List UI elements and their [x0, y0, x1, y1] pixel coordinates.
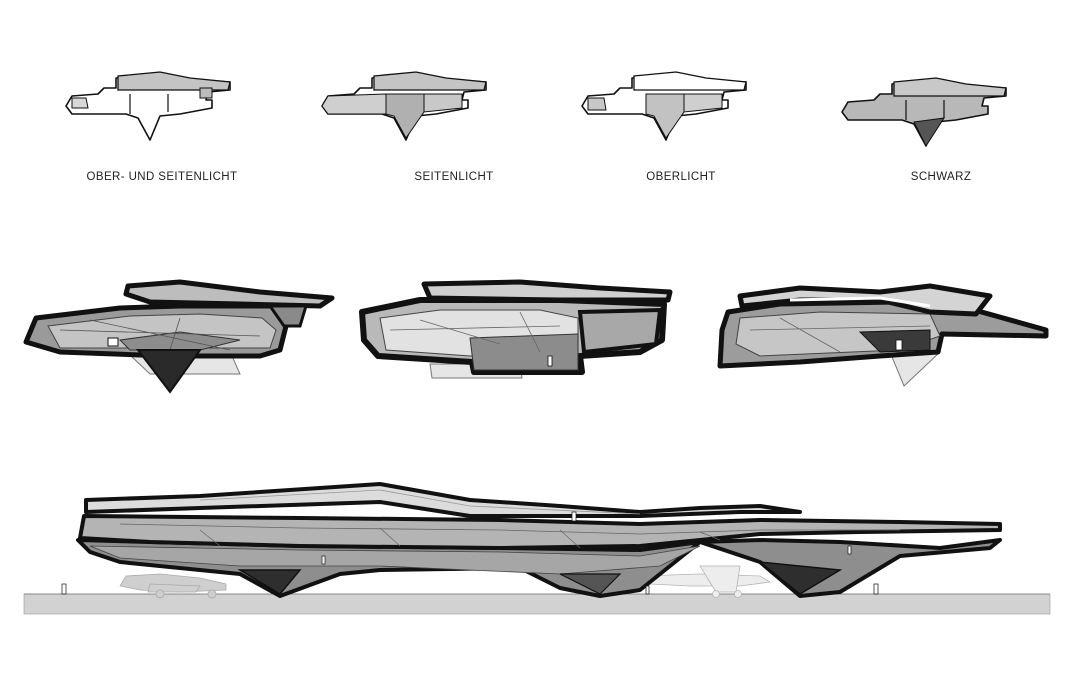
ground-plane: [23, 593, 1051, 615]
perspective-section-2: [359, 279, 673, 379]
lighting-study-black: [841, 77, 1007, 148]
lighting-study-top-light: [581, 71, 747, 141]
people-figures: [61, 511, 879, 595]
caption-top-and-side-light: OBER- UND SEITENLICHT: [86, 171, 238, 183]
caption-top-light: OBERLICHT: [646, 171, 716, 183]
long-elevation: [23, 482, 1051, 615]
caption-black: SCHWARZ: [910, 171, 972, 183]
airplane-right: [638, 565, 772, 598]
perspective-section-3: [717, 283, 1049, 387]
airplane-left: [119, 573, 227, 599]
lighting-study-top-and-side-light: [65, 71, 231, 141]
perspective-section-1: [23, 279, 335, 394]
lighting-study-side-light: [321, 71, 487, 141]
caption-side-light: SEITENLICHT: [414, 171, 494, 183]
